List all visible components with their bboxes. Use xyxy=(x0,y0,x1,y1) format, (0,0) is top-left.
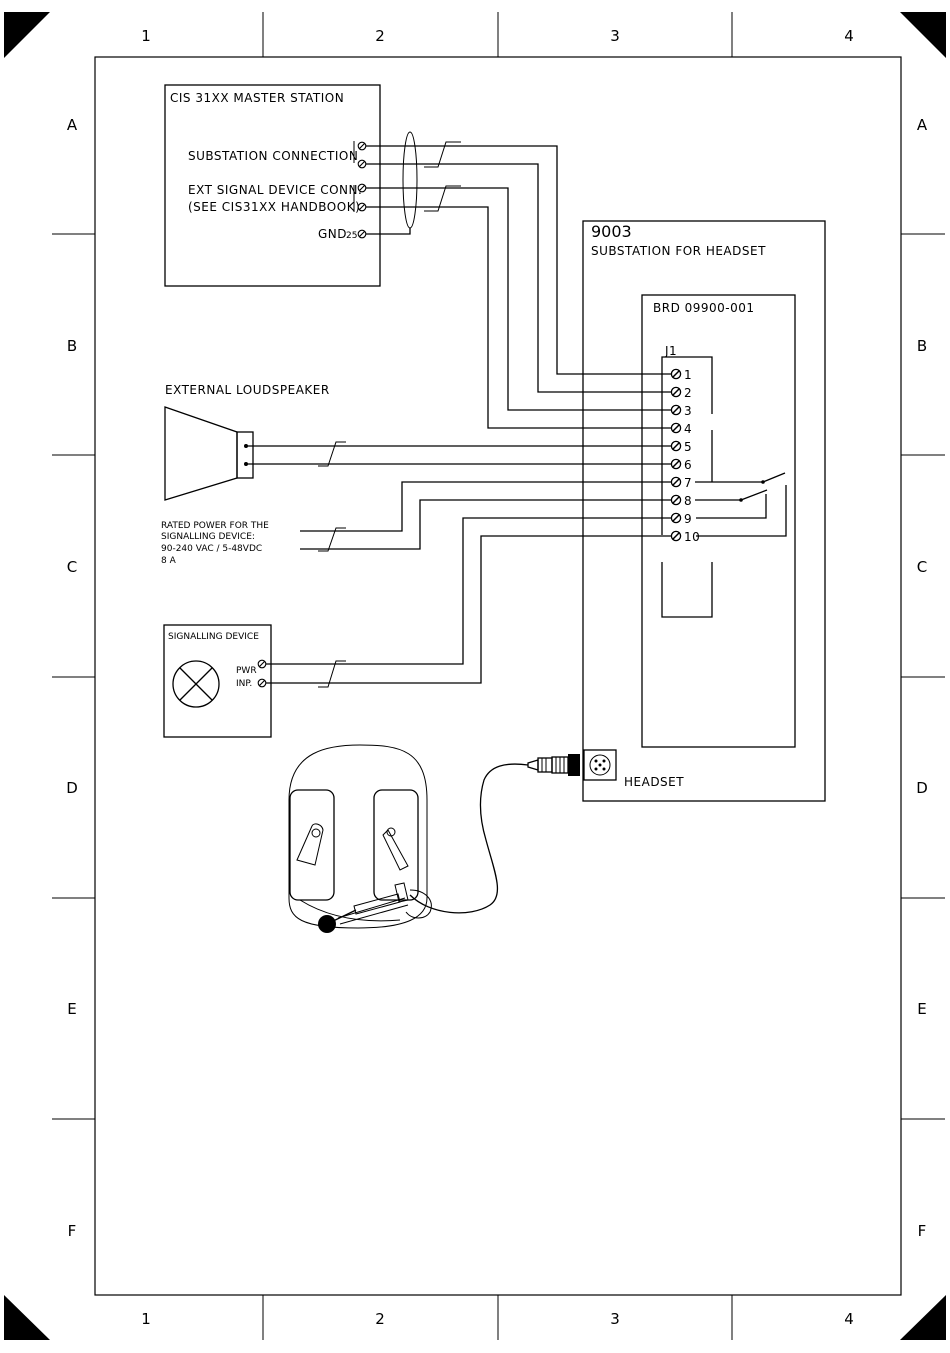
headset-label: HEADSET xyxy=(624,775,684,789)
zone-col-3-top: 3 xyxy=(610,27,620,45)
master-terminal-2 xyxy=(357,159,367,169)
zone-row-e-left: E xyxy=(67,1000,76,1018)
zone-row-f-right: F xyxy=(918,1222,927,1240)
zone-col-1-bottom: 1 xyxy=(141,1310,151,1328)
lamp-icon xyxy=(172,660,220,708)
board-box: BRD 09900-001 xyxy=(641,294,796,748)
substation-model: 9003 xyxy=(591,222,632,241)
gnd-pin-number: 25 xyxy=(346,231,357,241)
j1-terminal-label-2: 2 xyxy=(684,386,692,400)
j1-terminal-label-7: 7 xyxy=(684,476,692,490)
pwr-terminal xyxy=(257,659,267,669)
zone-row-b-right: B xyxy=(917,337,927,355)
gnd-label: GND xyxy=(318,227,347,241)
headset-connector: HEADSET xyxy=(583,749,684,789)
substation-title: SUBSTATION FOR HEADSET xyxy=(591,244,766,258)
zone-row-c-right: C xyxy=(917,558,927,576)
j1-terminal-3: 3 xyxy=(670,404,692,418)
sheet-frame xyxy=(4,12,946,1340)
headset-cable xyxy=(409,763,529,914)
power-note-line-1: RATED POWER FOR THE xyxy=(161,521,269,531)
j1-terminal-label-6: 6 xyxy=(684,458,692,472)
board-label: BRD 09900-001 xyxy=(653,301,755,315)
j1-terminal-label-3: 3 xyxy=(684,404,692,418)
zone-col-1-top: 1 xyxy=(141,27,151,45)
master-terminal-gnd xyxy=(357,229,367,239)
j1-terminal-2: 2 xyxy=(670,386,692,400)
j1-terminal-label-5: 5 xyxy=(684,440,692,454)
loudspeaker: EXTERNAL LOUDSPEAKER xyxy=(164,383,671,501)
inp-terminal xyxy=(257,678,267,688)
j1-terminal-label-10: 10 xyxy=(684,530,700,544)
j1-label: J1 xyxy=(664,344,677,358)
j1-terminal-label-4: 4 xyxy=(684,422,692,436)
headset-icon xyxy=(288,744,432,933)
j1-terminal-label-9: 9 xyxy=(684,512,692,526)
power-note-line-2: SIGNALLING DEVICE: xyxy=(161,532,255,542)
zone-labels: 1 2 3 4 1 2 3 4 A B C D E F A B C D E F xyxy=(66,27,928,1328)
zone-col-4-bottom: 4 xyxy=(844,1310,854,1328)
ext-signal-label-2: (SEE CIS31XX HANDBOOK) xyxy=(188,200,360,214)
zone-row-b-left: B xyxy=(67,337,77,355)
zone-col-2-top: 2 xyxy=(375,27,385,45)
zone-row-e-right: E xyxy=(917,1000,926,1018)
master-station-box: CIS 31XX MASTER STATION SUBSTATION CONNE… xyxy=(164,84,381,287)
j1-terminal-1: 1 xyxy=(670,368,692,382)
j1-terminal-9: 9 xyxy=(670,512,692,526)
j1-terminal-4: 4 xyxy=(670,422,692,436)
ext-signal-label-1: EXT SIGNAL DEVICE CONN. xyxy=(188,183,362,197)
cable-shield xyxy=(366,131,418,235)
inp-label: INP. xyxy=(236,679,252,689)
zone-row-c-left: C xyxy=(67,558,77,576)
master-station-title: CIS 31XX MASTER STATION xyxy=(170,91,344,105)
zone-row-d-left: D xyxy=(66,779,78,797)
zone-row-f-left: F xyxy=(68,1222,77,1240)
zone-row-a-right: A xyxy=(917,116,928,134)
j1-terminal-5: 5 xyxy=(670,440,692,454)
master-terminal-4 xyxy=(357,202,367,212)
master-terminal-3 xyxy=(357,183,367,193)
loudspeaker-title: EXTERNAL LOUDSPEAKER xyxy=(165,383,330,397)
signalling-device-title: SIGNALLING DEVICE xyxy=(168,632,259,642)
master-wires xyxy=(366,141,671,429)
zone-row-a-left: A xyxy=(67,116,78,134)
j1-terminal-6: 6 xyxy=(670,458,692,472)
zone-col-4-top: 4 xyxy=(844,27,854,45)
power-note-line-4: 8 A xyxy=(161,556,177,566)
zone-col-2-bottom: 2 xyxy=(375,1310,385,1328)
signalling-device-box: SIGNALLING DEVICE PWR INP. xyxy=(163,517,671,738)
power-note-line-3: 90-240 VAC / 5-48VDC xyxy=(161,544,262,554)
relay-contacts xyxy=(695,472,787,537)
j1-terminal-label-1: 1 xyxy=(684,368,692,382)
j1-terminal-10: 10 xyxy=(670,530,700,544)
j1-terminal-label-8: 8 xyxy=(684,494,692,508)
zone-col-3-bottom: 3 xyxy=(610,1310,620,1328)
headset-plug xyxy=(527,754,580,776)
power-note: RATED POWER FOR THE SIGNALLING DEVICE: 9… xyxy=(161,481,671,566)
substation-connection-label: SUBSTATION CONNECTION xyxy=(188,149,358,163)
substation-box: 9003 SUBSTATION FOR HEADSET xyxy=(582,220,826,802)
master-terminal-1 xyxy=(357,141,367,151)
j1-terminal-8: 8 xyxy=(670,494,692,508)
j1-terminal-7: 7 xyxy=(670,476,692,490)
pwr-label: PWR xyxy=(236,666,257,676)
j1-terminals: 1 2 3 4 5 6 7 8 9 10 xyxy=(670,368,700,544)
zone-row-d-right: D xyxy=(916,779,928,797)
